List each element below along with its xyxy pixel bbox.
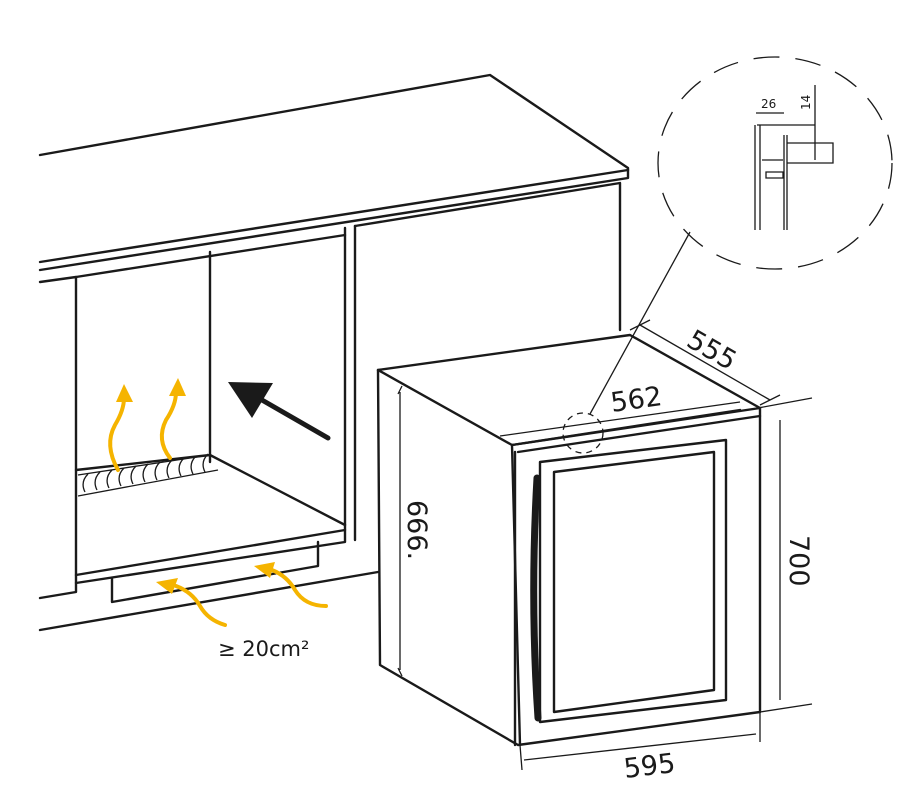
top-width-dimension: 562	[609, 381, 664, 419]
detail-gap-dimension: 26	[761, 97, 776, 111]
width-dimension: 595	[622, 748, 677, 785]
dimension-lines	[397, 231, 813, 771]
wine-cooler	[376, 333, 762, 747]
airflow-arrows-icon	[108, 378, 328, 627]
detail-callout: 26 14	[657, 56, 893, 270]
cabinet	[38, 181, 622, 632]
countertop	[38, 73, 630, 272]
ventilation-area-label: ≥ 20cm²	[218, 637, 309, 661]
detail-offset-dimension: 14	[799, 95, 813, 110]
insert-direction-arrow-icon	[228, 382, 331, 441]
inner-height-dimension: 666.	[401, 500, 432, 560]
condenser-coil	[77, 453, 219, 497]
door-frame	[538, 438, 728, 724]
door-handle	[530, 474, 542, 722]
detail-marker	[562, 412, 604, 454]
height-dimension: 700	[783, 535, 814, 587]
door-glass	[552, 450, 716, 714]
